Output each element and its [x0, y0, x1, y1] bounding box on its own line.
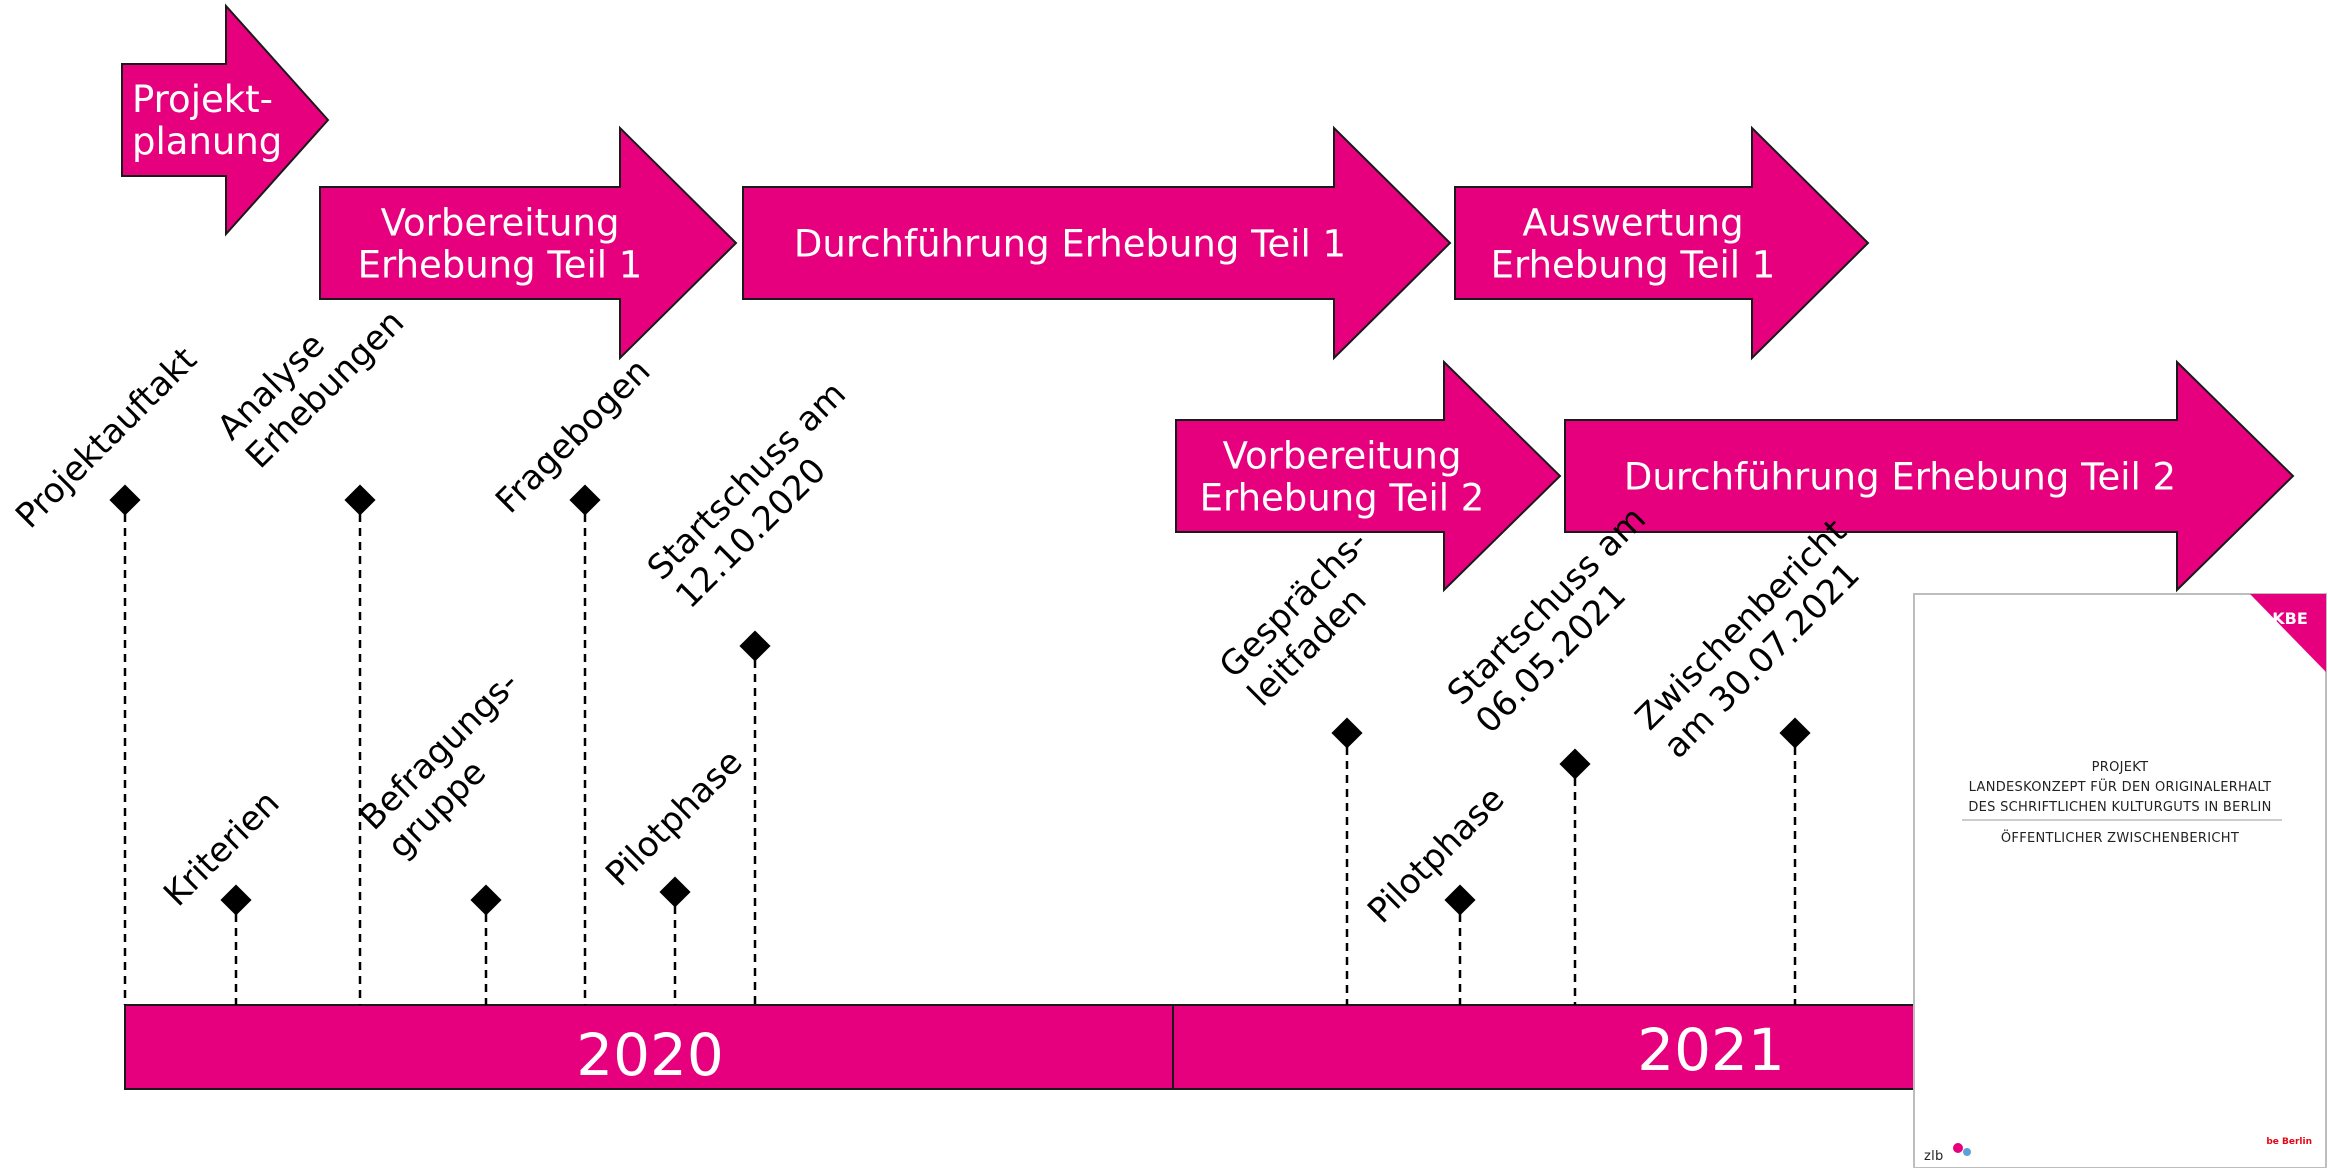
phase-label: Projekt- [132, 78, 273, 121]
milestone-label: Kriterien [156, 783, 287, 914]
year-label: 2021 [1637, 1016, 1785, 1084]
milestone-label: Pilotphase [598, 742, 750, 894]
milestone-label: Fragebogen [488, 351, 658, 521]
phase-label: Vorbereitung [1223, 434, 1462, 477]
phase-arrow-durchfuehrung-1: Durchführung Erhebung Teil 1 [742, 125, 1452, 361]
phase-arrow-shape [742, 125, 1452, 361]
milestone-pilotphase-2020: Pilotphase [598, 742, 750, 1005]
cover-footer-right: be Berlin [2266, 1137, 2312, 1147]
milestone-label-line: Pilotphase [1360, 779, 1512, 931]
milestone-pilotphase-2021: Pilotphase [1360, 779, 1512, 1005]
milestone-gespraechsleitfaden: Gesprächs-leitfaden [1212, 522, 1376, 1005]
year-bar-2020 [124, 1004, 1174, 1090]
phase-label: Erhebung Teil 1 [1491, 243, 1776, 286]
milestone-diamond [220, 884, 252, 916]
zlb-logo-dot-icon [1963, 1148, 1971, 1156]
milestone-label-line: Fragebogen [488, 351, 658, 521]
report-cover: KBE PROJEKT LANDESKONZEPT FÜR DEN ORIGINAL… [1913, 593, 2327, 1168]
phase-arrow-shape [319, 125, 738, 361]
cover-title-line: DES SCHRIFTLICHEN KULTURGUTS IN BERLIN [1968, 800, 2271, 815]
milestone-diamond [1779, 717, 1811, 749]
milestone-diamond [1559, 748, 1591, 780]
phase-arrow-projektplanung: Projekt-planung [121, 3, 330, 237]
phase-label: Durchführung Erhebung Teil 1 [794, 222, 1346, 265]
milestone-diamond [344, 484, 376, 516]
year-label: 2020 [576, 1021, 724, 1089]
milestone-diamond [739, 630, 771, 662]
milestone-label: Projektauftakt [8, 340, 205, 537]
phase-label: Erhebung Teil 1 [358, 243, 643, 286]
milestone-label: Befragungs-gruppe [352, 663, 527, 866]
milestone-kriterien: Kriterien [156, 783, 288, 1005]
cover-badge-shape [2250, 594, 2326, 672]
phase-arrow-shape [1564, 359, 2295, 593]
phase-label: Auswertung [1522, 201, 1743, 244]
phase-label: Erhebung Teil 2 [1200, 476, 1485, 519]
phase-arrow-durchfuehrung-2: Durchführung Erhebung Teil 2 [1564, 359, 2295, 593]
milestone-diamond [659, 876, 691, 908]
milestone-fragebogen: Fragebogen [488, 351, 658, 1005]
milestone-diamond [569, 484, 601, 516]
phase-label: Durchführung Erhebung Teil 2 [1624, 455, 2176, 498]
phase-arrow-shape [121, 3, 330, 237]
milestone-diamond [109, 484, 141, 516]
milestone-label-line: Pilotphase [598, 742, 750, 894]
phase-label: planung [132, 120, 282, 163]
milestone-label: Pilotphase [1360, 779, 1512, 931]
phase-arrow-shape [1175, 359, 1562, 593]
milestone-diamond [1444, 884, 1476, 916]
phase-label: Vorbereitung [381, 201, 620, 244]
milestone-befragungsgruppe: Befragungs-gruppe [352, 663, 527, 1005]
zlb-logo-icon [1953, 1143, 1963, 1153]
milestone-label: Gesprächs-leitfaden [1212, 522, 1376, 714]
milestone-diamond [470, 884, 502, 916]
milestone-label-line: Kriterien [156, 783, 287, 914]
cover-page [1913, 593, 2327, 1168]
milestone-diamond [1331, 717, 1363, 749]
phase-arrow-shape [1454, 125, 1870, 361]
cover-footer-left: zlb [1924, 1149, 1944, 1164]
cover-title-line: LANDESKONZEPT FÜR DEN ORIGINALERHALT [1969, 778, 2272, 795]
cover-badge: KBE [2272, 609, 2308, 628]
cover-subtitle: ÖFFENTLICHER ZWISCHENBERICHT [2001, 829, 2239, 846]
milestone-label-line: Projektauftakt [8, 340, 205, 537]
cover-title-line: PROJEKT [2092, 760, 2149, 775]
